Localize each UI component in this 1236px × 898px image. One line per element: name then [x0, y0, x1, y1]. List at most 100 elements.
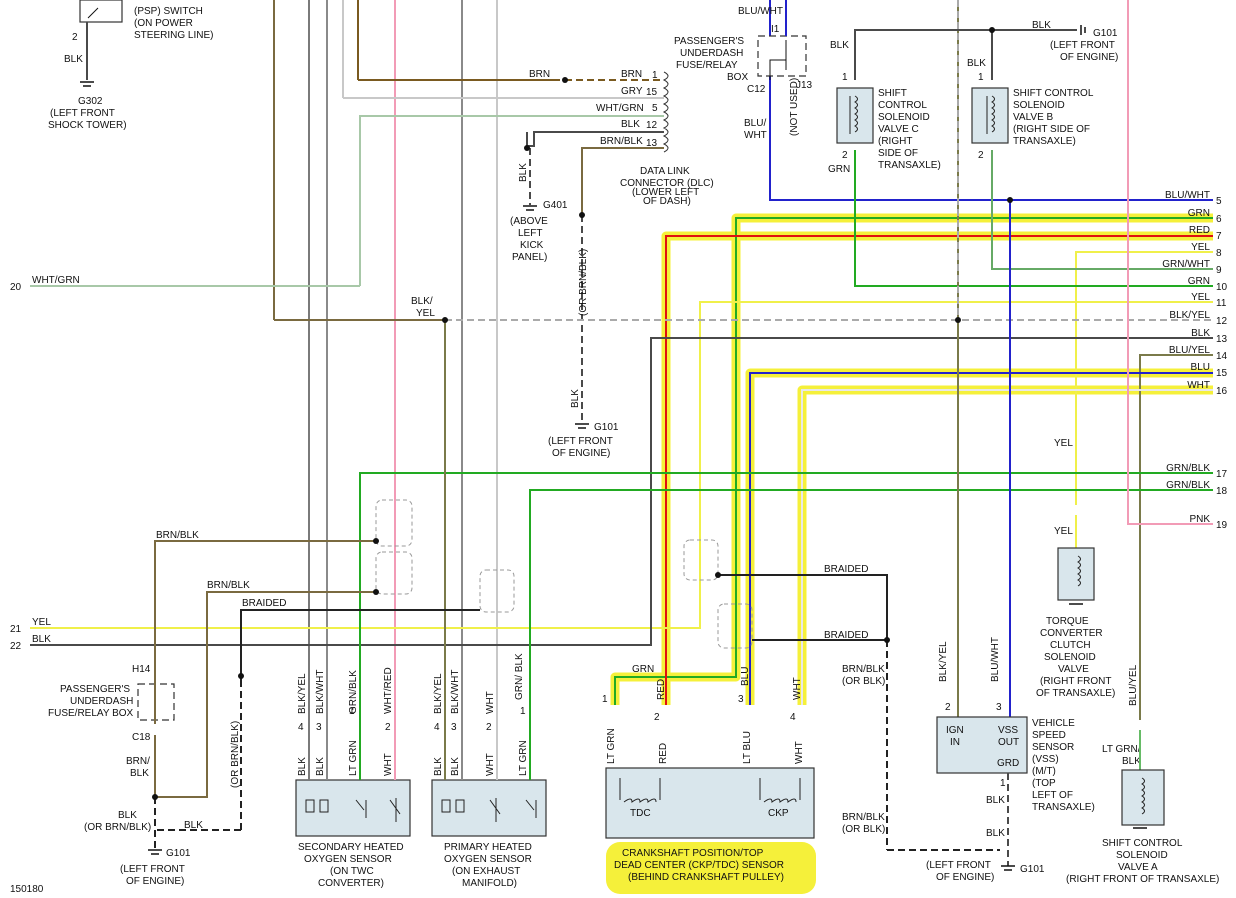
sol-a-wire-top: BLU/YEL: [1128, 664, 1139, 706]
tcc-solenoid: YEL YEL TORQUE CONVERTER CLUTCH SOLENOID…: [1036, 438, 1115, 699]
pri-o2-pin-2: 3: [451, 722, 457, 733]
dlc-wire-gry: GRY: [621, 86, 643, 97]
fuse-top-label-1: PASSENGER'S: [674, 36, 744, 47]
pin-number-16: 16: [1216, 386, 1228, 397]
sol-b-pin1: 1: [978, 72, 984, 83]
brnblk-ckp-1: BRN/BLK: [842, 664, 885, 675]
vss-label-5: (M/T): [1032, 766, 1056, 777]
ckp-braided-shields: BRAIDED BRAIDED BRN/BLK (OR BLK) BRN/BLK…: [683, 539, 1000, 851]
sec-o2-wire-3: GRN/BLK: [348, 670, 359, 714]
dlc-label-3: (LOWER LEFT: [632, 187, 699, 198]
pin-wire-17: GRN/BLK: [1166, 463, 1210, 474]
sol-a-wire-bottom-1: LT GRN/: [1102, 744, 1141, 755]
fuse-top-j13: J13: [796, 80, 813, 91]
pin-number-10: 10: [1216, 282, 1228, 293]
pin-wire-10: GRN: [1188, 276, 1210, 287]
pri-o2-bottom-2: BLK: [450, 757, 461, 776]
tcc-label-6: (RIGHT FRONT: [1040, 676, 1111, 687]
g101-left-label-1: (LEFT FRONT: [120, 864, 185, 875]
ckp-harness-red: RED: [656, 679, 667, 700]
sol-c-wire-top: BLK: [830, 40, 849, 51]
ground-g101-mid: (OR BRN/BLK) BLK G101 (LEFT FRONT OF ENG…: [548, 249, 619, 459]
pin-number-9: 9: [1216, 265, 1222, 276]
sol-b-label-5: TRANSAXLE): [1013, 136, 1076, 147]
braided-label-3: BRAIDED: [824, 630, 868, 641]
dlc-wire-blk: BLK: [621, 119, 640, 130]
pin-wire-19: PNK: [1189, 514, 1210, 525]
vss-out-1: VSS: [998, 725, 1018, 736]
sol-c-pin2: 2: [842, 150, 848, 161]
ckp-label-2: DEAD CENTER (CKP/TDC) SENSOR: [614, 860, 784, 871]
ckp-tdc-sensor: GRN RED BLU WHT 1 2 3 4 LT GRN RED LT BL…: [602, 664, 815, 883]
dlc-brn-left: BRN: [529, 69, 550, 80]
pin-wire-15: BLU: [1191, 362, 1210, 373]
fuse-box-bottom: H14 C18 PASSENGER'S UNDERDASH FUSE/RELAY…: [48, 664, 191, 887]
pri-o2-wire-3: WHT: [485, 691, 496, 714]
psp-wire: BLK: [64, 54, 83, 65]
fuse-bottom-h14: H14: [132, 664, 151, 675]
pri-o2-bottom-3: WHT: [485, 753, 496, 776]
sol-c-pin1: 1: [842, 72, 848, 83]
pin-wire-16: WHT: [1187, 380, 1210, 391]
pin-number-14: 14: [1216, 351, 1228, 362]
fuse-top-label-4: BOX: [727, 72, 748, 83]
brnblk-ckp-2: (OR BLK): [842, 676, 885, 687]
g101-mid-wire-a: (OR BRN/BLK): [578, 249, 589, 316]
left-or2: (OR BRN/BLK): [84, 822, 151, 833]
ckp-wire-ltgrn: LT GRN: [606, 728, 617, 764]
pin-number-11: 11: [1216, 298, 1227, 309]
g101-mid-label-2: OF ENGINE): [552, 448, 610, 459]
left-brnblk-mid: BRN/BLK: [207, 580, 250, 591]
dlc-label-1: DATA LINK: [640, 166, 690, 177]
ckp-wire-ltblu: LT BLU: [742, 731, 753, 764]
psp-label-2: (ON POWER: [134, 18, 193, 29]
dlc-label-2: CONNECTOR (DLC): [620, 178, 714, 189]
fuse-box-top: BLU/WHT I1 PASSENGER'S UNDERDASH FUSE/RE…: [674, 0, 813, 141]
pri-o2-wire-1: BLK/YEL: [433, 673, 444, 714]
pin-number-6: 6: [1216, 214, 1222, 225]
g101-mid-wire-b: BLK: [570, 389, 581, 408]
ckp-harness-wht: WHT: [792, 677, 803, 700]
g101-vss-label-2: OF ENGINE): [936, 872, 994, 883]
tcc-wire-top: YEL: [1054, 438, 1073, 449]
psp-label-1: (PSP) SWITCH: [134, 6, 203, 17]
pri-o2-label-2: OXYGEN SENSOR: [444, 854, 532, 865]
vss-wire-gnd2: BLK: [986, 828, 1005, 839]
pin-number-13: 13: [1216, 334, 1228, 345]
dlc-label-4: OF DASH): [643, 196, 691, 207]
fuse-top-label-2: UNDERDASH: [680, 48, 743, 59]
g401-label-4: PANEL): [512, 252, 547, 263]
pri-o2-pin-4: 1: [520, 706, 526, 717]
left-brnblk-top: BRN/BLK: [156, 530, 199, 541]
sec-o2-pin-2: 3: [316, 722, 322, 733]
fuse-top-wire-in: BLU/WHT: [738, 6, 783, 17]
pin-wire-8: YEL: [1191, 242, 1210, 253]
fuse-bottom-label-2: UNDERDASH: [70, 696, 133, 707]
braided-label-2: BRAIDED: [824, 564, 868, 575]
sol-b-label-2: SOLENOID: [1013, 100, 1065, 111]
fuse-top-label-3: FUSE/RELAY: [676, 60, 738, 71]
g101-mid-name: G101: [594, 422, 619, 433]
dlc-wire-brnblk: BRN/BLK: [600, 136, 643, 147]
pin-wire-5: BLU/WHT: [1165, 190, 1210, 201]
g302-label-1: (LEFT FRONT: [50, 108, 115, 119]
fuse-bottom-wire-1: BRN/: [126, 756, 150, 767]
left-braided: BRAIDED: [242, 598, 286, 609]
fuse-top-wire-out-2: WHT: [744, 130, 767, 141]
psp-label-3: STEERING LINE): [134, 30, 213, 41]
sec-o2-pin-3: 1: [349, 706, 355, 717]
g401-label-3: KICK: [520, 240, 544, 251]
vehicle-speed-sensor: BLK/YEL BLU/WHT 2 3 IGN IN VSS OUT GRD V…: [926, 637, 1095, 883]
pri-o2-label-4: MANIFOLD): [462, 878, 517, 889]
sol-b-wire-top: BLK: [967, 58, 986, 69]
dlc-pin-5: 5: [652, 103, 658, 114]
pin-wire-9: GRN/WHT: [1162, 259, 1210, 270]
tcc-label-7: OF TRANSAXLE): [1036, 688, 1115, 699]
sol-b-label-4: (RIGHT SIDE OF: [1013, 124, 1090, 135]
solenoid-feed-wires: [854, 29, 1080, 286]
g101-top-name: G101: [1093, 28, 1118, 39]
sol-c-wire-bottom: GRN: [828, 164, 850, 175]
pri-o2-pin-3: 2: [486, 722, 492, 733]
pri-o2-wire-4: GRN/ BLK: [514, 653, 525, 700]
